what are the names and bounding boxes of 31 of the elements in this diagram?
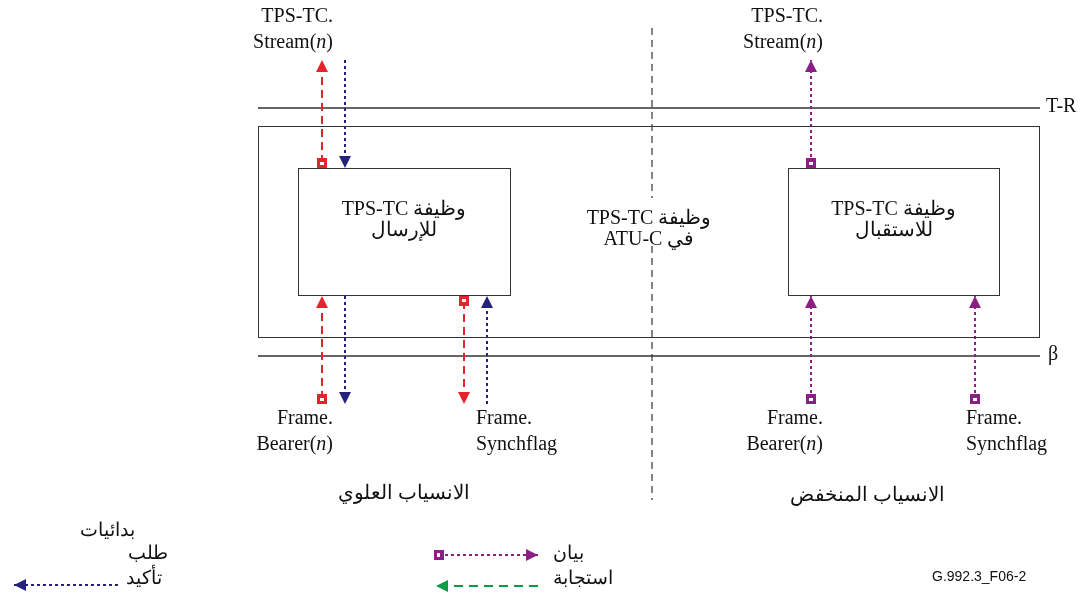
box-title: وظيفة TPS-TC للإرسال bbox=[340, 197, 468, 240]
legend-text: تأكيد bbox=[126, 566, 162, 589]
arrow bbox=[481, 295, 493, 405]
box-title: وظيفة TPS-TC في ATU-C bbox=[585, 207, 713, 249]
label: الانسياب المنخفض bbox=[790, 482, 945, 506]
arrow bbox=[316, 295, 328, 404]
signal-name: TPS-TC. Stream(n) bbox=[742, 3, 823, 55]
function-box bbox=[297, 167, 511, 296]
arrow bbox=[969, 295, 981, 404]
outer-function-box bbox=[258, 126, 1040, 338]
legend-text: بيان bbox=[553, 541, 584, 564]
arrow bbox=[316, 59, 328, 168]
signal-name: TPS-TC. Stream(n) bbox=[252, 3, 333, 55]
label: β bbox=[1048, 342, 1059, 365]
box-title: وظيفة TPS-TC للاستقبال bbox=[830, 197, 957, 240]
arrow bbox=[458, 296, 470, 405]
arrow bbox=[805, 59, 817, 168]
function-box bbox=[787, 167, 1000, 296]
legend-text: استجابة bbox=[553, 566, 613, 589]
signal-name: Frame. Bearer(n) bbox=[255, 405, 333, 457]
label: الانسياب العلوي bbox=[338, 480, 470, 504]
signal-name: Frame. Bearer(n) bbox=[745, 405, 823, 457]
legend-text: طلب bbox=[128, 541, 168, 564]
label: بدائيات bbox=[80, 518, 135, 541]
signal-name: Frame. Synchflag bbox=[966, 405, 1049, 457]
arrow bbox=[339, 59, 351, 169]
label: T-R bbox=[1046, 94, 1077, 117]
arrow bbox=[339, 295, 351, 405]
label: G.992.3_F06-2 bbox=[932, 568, 1027, 584]
arrow bbox=[805, 295, 817, 404]
signal-name: Frame. Synchflag bbox=[476, 405, 559, 457]
